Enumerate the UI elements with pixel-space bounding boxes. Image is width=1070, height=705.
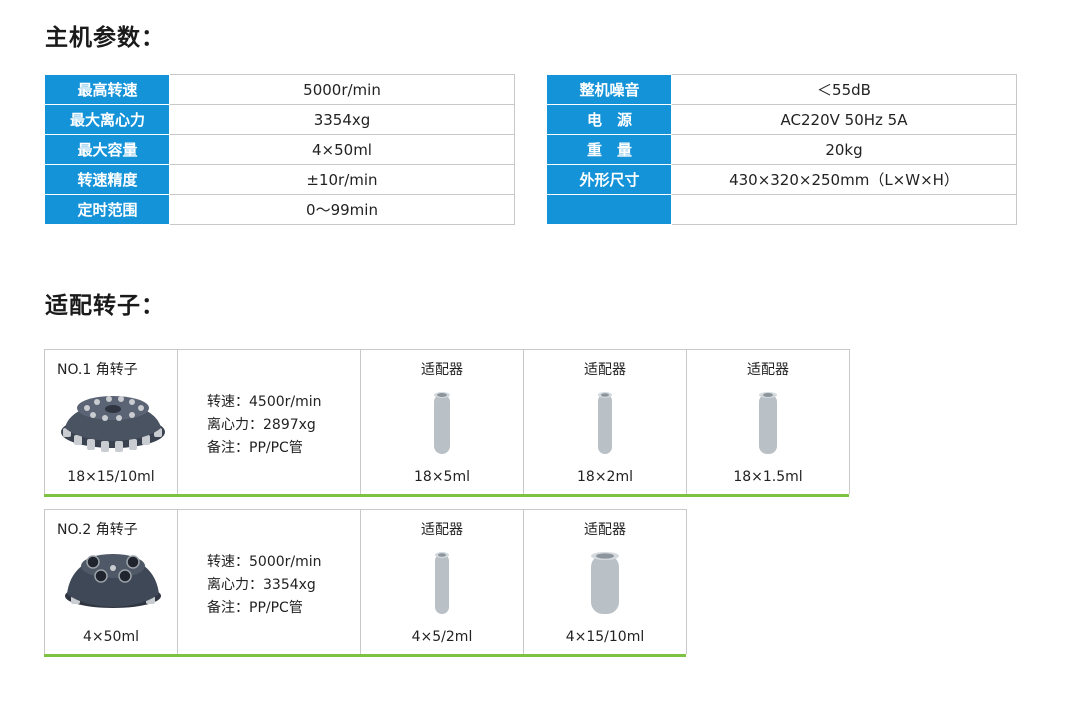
param-value: 20kg — [671, 134, 1017, 165]
param-key: 外形尺寸 — [547, 164, 672, 195]
adapter-cell: 适配器 4×5/2ml — [360, 509, 524, 654]
angle-rotor-4-icon — [65, 554, 161, 608]
adapter-caption: 18×2ml — [577, 469, 633, 485]
rotor-speed: 转速：4500r/min — [207, 394, 322, 410]
table-row: 转速精度±10r/min — [45, 164, 515, 195]
section-title-rotors: 适配转子： — [45, 293, 165, 319]
param-value: ±10r/min — [169, 164, 515, 195]
rotor-cell: NO.1 角转子 18×15/10ml — [44, 349, 178, 494]
adapter-title: 适配器 — [747, 362, 789, 378]
param-key: 重 量 — [547, 134, 672, 165]
adapter-tube-icon — [591, 552, 619, 614]
rotor-force: 离心力：3354xg — [207, 577, 316, 593]
param-value: 4×50ml — [169, 134, 515, 165]
rotor-name: NO.2 角转子 — [57, 522, 138, 538]
adapter-cell: 适配器 18×2ml — [523, 349, 687, 494]
param-value: 0～99min — [169, 194, 515, 225]
param-key: 最大容量 — [45, 134, 170, 165]
adapter-caption: 4×15/10ml — [565, 629, 645, 645]
angle-rotor-18-icon — [61, 396, 165, 452]
param-value: 3354xg — [169, 104, 515, 135]
adapter-caption: 18×5ml — [414, 469, 470, 485]
rotor-info-cell: 转速：5000r/min 离心力：3354xg 备注：PP/PC管 — [177, 509, 361, 654]
adapter-title: 适配器 — [421, 362, 463, 378]
param-value: 5000r/min — [169, 74, 515, 105]
adapter-tube-icon — [759, 392, 777, 454]
rotor-note: 备注：PP/PC管 — [207, 600, 303, 616]
param-key: 电 源 — [547, 104, 672, 135]
adapter-cell: 适配器 4×15/10ml — [523, 509, 687, 654]
rotor-note: 备注：PP/PC管 — [207, 440, 303, 456]
rotor-info-cell: 转速：4500r/min 离心力：2897xg 备注：PP/PC管 — [177, 349, 361, 494]
param-key: 最大离心力 — [45, 104, 170, 135]
param-key — [547, 194, 672, 225]
param-value — [671, 194, 1017, 225]
table-row: 整机噪音＜55dB — [547, 74, 1017, 105]
param-key: 整机噪音 — [547, 74, 672, 105]
param-key: 定时范围 — [45, 194, 170, 225]
param-value: ＜55dB — [671, 74, 1017, 105]
rotor-cell: NO.2 角转子 4×50ml — [44, 509, 178, 654]
param-key: 转速精度 — [45, 164, 170, 195]
rotor-row-2: NO.2 角转子 4×50ml 转速：5000r/min 离心力：3354xg … — [44, 509, 687, 657]
param-value: AC220V 50Hz 5A — [671, 104, 1017, 135]
section-title-host-params: 主机参数： — [45, 25, 165, 51]
param-key: 最高转速 — [45, 74, 170, 105]
rotor-row-1: NO.1 角转子 18×15/10ml — [44, 349, 850, 497]
adapter-cell: 适配器 18×5ml — [360, 349, 524, 494]
param-value: 430×320×250mm（L×W×H） — [671, 164, 1017, 195]
table-row — [547, 194, 1017, 225]
adapter-tube-icon — [435, 552, 449, 614]
rotor-capacity: 18×15/10ml — [67, 469, 155, 485]
adapter-caption: 18×1.5ml — [733, 469, 803, 485]
rotor-speed: 转速：5000r/min — [207, 554, 322, 570]
rotor-name: NO.1 角转子 — [57, 362, 138, 378]
adapter-title: 适配器 — [584, 362, 626, 378]
rotor-capacity: 4×50ml — [83, 629, 139, 645]
rotor-info: 转速：4500r/min 离心力：2897xg 备注：PP/PC管 — [207, 391, 322, 460]
adapter-title: 适配器 — [584, 522, 626, 538]
rotor-force: 离心力：2897xg — [207, 417, 316, 433]
adapter-tube-icon — [434, 392, 450, 454]
adapter-caption: 4×5/2ml — [411, 629, 473, 645]
adapter-cell: 适配器 18×1.5ml — [686, 349, 850, 494]
rotor-info: 转速：5000r/min 离心力：3354xg 备注：PP/PC管 — [207, 551, 322, 620]
adapter-title: 适配器 — [421, 522, 463, 538]
adapter-tube-icon — [598, 392, 612, 454]
